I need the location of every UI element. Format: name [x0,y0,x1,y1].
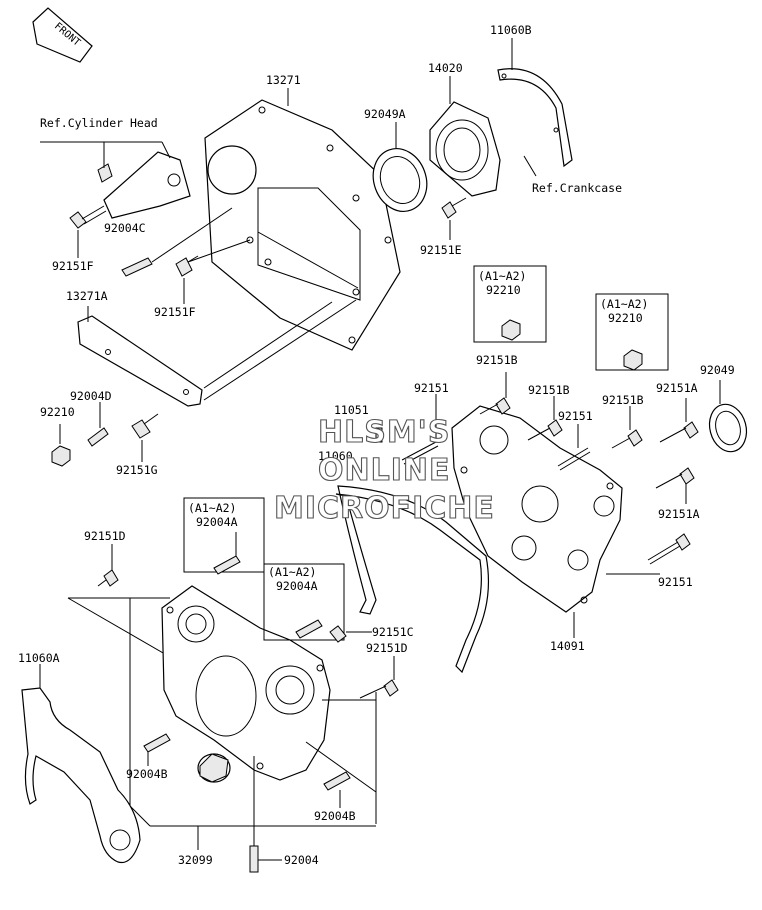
plate-13271 [204,99,401,351]
bolt-92151D-top [97,569,119,587]
gasket-11060A [21,687,141,864]
bolt-92151B-a [479,397,511,415]
cylinder-head-bracket [97,151,191,219]
watermark-line-3: MICROFICHE [274,491,495,526]
box2-variant: (A1~A2) [600,297,648,311]
label-92004D: 92004D [70,389,112,403]
label-92151D-top: 92151D [84,529,126,543]
label-92004C: 92004C [104,221,146,235]
bolt-92151B-b [527,419,563,441]
gasket-11060B [497,68,573,168]
bolt-92151F-left [69,205,107,229]
label-13271A: 13271A [66,289,108,303]
dowel-11051 [375,427,383,443]
bolt-92151E [441,197,467,219]
stud-92004C [121,257,153,277]
bar-13271A [77,315,203,407]
stud-92004B-right [323,771,351,791]
box1-part: 92210 [486,283,521,297]
bolt-92151B-c [611,429,643,449]
stud-92004D [87,427,109,447]
label-92151G: 92151G [116,463,158,477]
label-14091: 14091 [550,639,585,653]
box4-variant: (A1~A2) [268,565,316,579]
stud-92004 [249,845,259,873]
label-92151F-left: 92151F [52,259,94,273]
variant-box-4 [263,563,345,641]
box4-part: 92004A [276,579,318,593]
label-14020: 14020 [428,61,463,75]
label-ref-cylinder-head: Ref.Cylinder Head [40,116,158,130]
stud-92004B-left [143,733,171,753]
label-92151F-center: 92151F [154,305,196,319]
label-92004: 92004 [284,853,319,867]
bolt-92151F-center [175,255,199,277]
label-ref-crankcase: Ref.Crankcase [532,181,622,195]
label-92151A-b: 92151A [658,507,700,521]
label-13271: 13271 [266,73,301,87]
label-92151C: 92151C [372,625,414,639]
gasket-11060 [335,485,490,674]
label-11060: 11060 [318,449,353,463]
label-11060B: 11060B [490,23,532,37]
label-92004B-left: 92004B [126,767,168,781]
seal-retainer-14020 [429,101,501,197]
watermark-line-2: ONLINE [318,453,451,488]
bolt-92151D-right [359,679,399,699]
label-92151-a: 92151 [414,381,449,395]
nut-92210-left [51,445,71,467]
label-11060A: 11060A [18,651,60,665]
label-92151D-right: 92151D [366,641,408,655]
watermark: HLSM'S ONLINE MICROFICHE [273,414,495,526]
label-92151B-c: 92151B [602,393,644,407]
label-92151B-a: 92151B [476,353,518,367]
bolt-92151G [131,413,159,439]
watermark-line-1: HLSM'S [318,415,450,450]
label-92151-b: 92151 [558,409,593,423]
label-92151E: 92151E [420,243,462,257]
front-arrow: FRONT [32,7,93,63]
bolt-92151A-b [655,467,695,489]
label-92049A: 92049A [364,107,406,121]
variant-box-2 [595,293,669,371]
oil-seal-92049 [708,403,748,453]
label-92151B-b: 92151B [528,383,570,397]
label-92151A-a: 92151A [656,381,698,395]
variant-box-1 [473,265,547,343]
label-92151-c: 92151 [658,575,693,589]
box3-part: 92004A [196,515,238,529]
timing-cover-32099 [161,585,331,781]
bolt-92151-a [401,441,439,465]
box1-variant: (A1~A2) [478,269,526,283]
bolt-92151A-a [659,421,699,443]
oil-seal-92049A [372,148,428,212]
box2-part: 92210 [608,311,643,325]
box3-variant: (A1~A2) [188,501,236,515]
label-11051: 11051 [334,403,369,417]
bolt-92151-c [647,533,691,565]
label-92210-left: 92210 [40,405,75,419]
bolt-92151C [329,625,372,643]
gear-case-14091 [451,405,623,613]
label-92004B-right: 92004B [314,809,356,823]
label-92049: 92049 [700,363,735,377]
label-32099: 32099 [178,853,213,867]
bolt-92151-b [557,447,591,471]
variant-box-3 [183,497,265,575]
crank-hub [197,753,231,783]
